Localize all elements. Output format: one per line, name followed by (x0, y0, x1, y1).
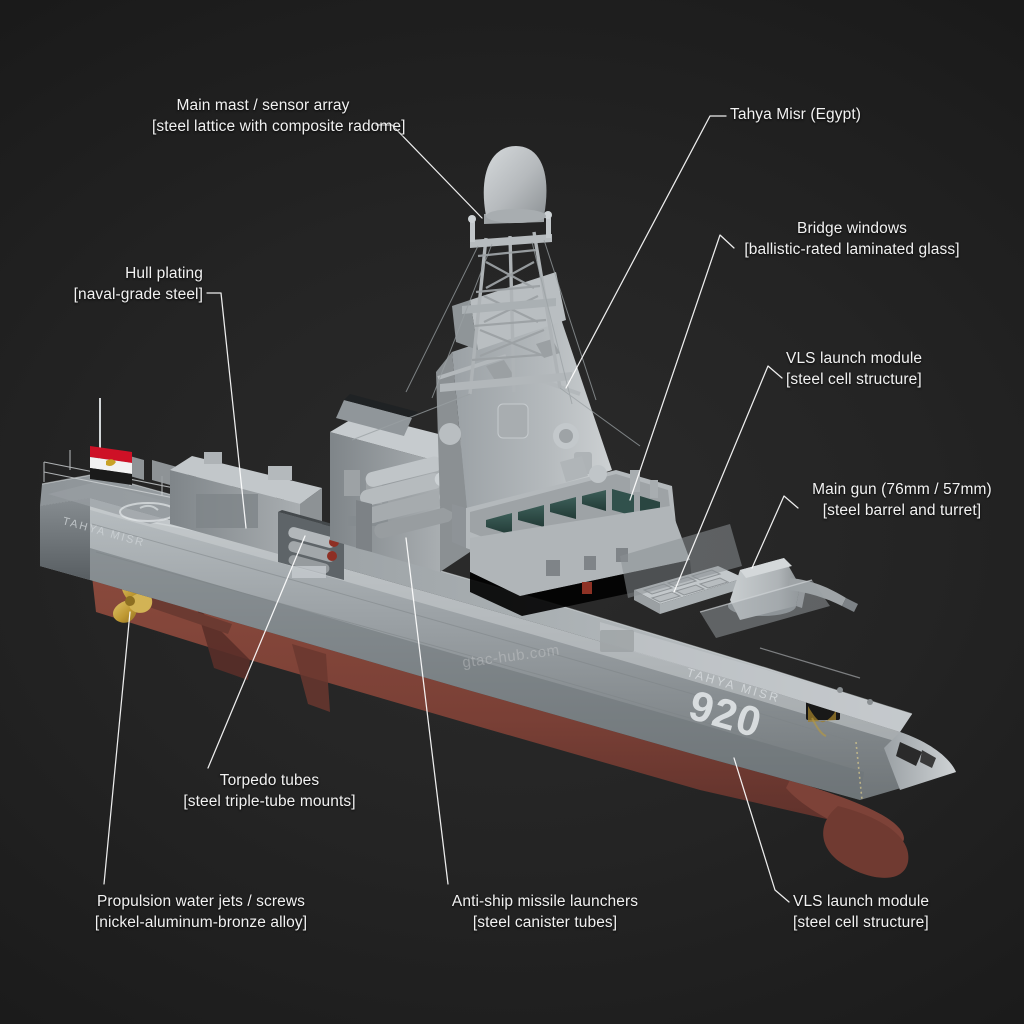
leader-line-main-mast (375, 124, 483, 219)
annotation-main-mast: Main mast / sensor array [steel lattice w… (152, 96, 406, 137)
annotation-subtitle: [ballistic-rated laminated glass] (744, 240, 960, 258)
annotation-title: Propulsion water jets / screws (96, 893, 306, 910)
forward-sensors (560, 456, 658, 498)
forecastle-details (600, 630, 873, 705)
leader-line-bridge-windows (629, 234, 735, 501)
annotation-subtitle: [steel triple-tube mounts] (183, 792, 356, 810)
propeller-assembly (113, 577, 232, 634)
annotation-subtitle: [steel barrel and turret] (822, 501, 982, 519)
anti-ship-missile-launchers (356, 456, 454, 552)
annotation-title: Anti-ship missile launchers (451, 893, 639, 910)
annotation-bridge-windows: Bridge windows [ballistic-rated laminated… (738, 219, 966, 260)
annotation-title: VLS launch module (793, 893, 930, 910)
egypt-flag (90, 398, 132, 485)
annotation-title: Main gun (76mm / 57mm) (812, 481, 992, 498)
leader-line-vls-lower (733, 757, 790, 903)
annotation-tahya-misr-flag: Tahya Misr (Egypt) (730, 105, 910, 126)
annotation-title: Torpedo tubes (219, 772, 320, 789)
vls-launch-module (620, 524, 744, 614)
annotation-asm-launchers: Anti-ship missile launchers [steel canist… (446, 892, 644, 933)
annotation-vls-upper: VLS launch module [steel cell structure] (786, 349, 986, 390)
annotation-vls-lower: VLS launch module [steel cell structure] (793, 892, 979, 933)
annotation-title: Tahya Misr (Egypt) (730, 106, 861, 123)
annotation-subtitle: [nickel-aluminum-bronze alloy] (94, 913, 308, 931)
leader-line-tahya-misr-flag (565, 115, 727, 389)
annotation-subtitle: [steel cell structure] (793, 913, 929, 931)
annotation-subtitle: [steel cell structure] (786, 370, 922, 388)
annotation-subtitle: [naval-grade steel] (73, 285, 203, 303)
annotation-title: VLS launch module (786, 350, 923, 367)
annotation-title: Main mast / sensor array (176, 97, 350, 114)
annotation-title: Hull plating (125, 265, 203, 282)
leader-line-torpedo-tubes (207, 535, 306, 769)
underwater-hull (92, 576, 909, 878)
leader-line-main-gun (751, 495, 799, 569)
annotation-hull-plating: Hull plating [naval-grade steel] (55, 264, 203, 305)
torpedo-tubes (278, 510, 344, 580)
leader-line-asm-launchers (405, 537, 449, 885)
leader-line-hull-plating (206, 292, 247, 529)
main-mast (351, 146, 641, 447)
annotation-subtitle: [steel canister tubes] (472, 913, 618, 931)
leader-line-propulsion (103, 611, 131, 885)
annotation-torpedo-tubes: Torpedo tubes [steel triple-tube mounts] (172, 771, 367, 812)
bridge-windows (452, 470, 692, 616)
leader-line-vls-upper (673, 365, 783, 593)
main-gun-turret (699, 558, 858, 638)
annotation-main-gun: Main gun (76mm / 57mm) [steel barrel and … (802, 480, 1002, 521)
annotation-subtitle: [steel lattice with composite radome] (152, 117, 406, 135)
annotation-propulsion: Propulsion water jets / screws [nickel-al… (88, 892, 314, 933)
annotation-title: Bridge windows (797, 220, 907, 237)
